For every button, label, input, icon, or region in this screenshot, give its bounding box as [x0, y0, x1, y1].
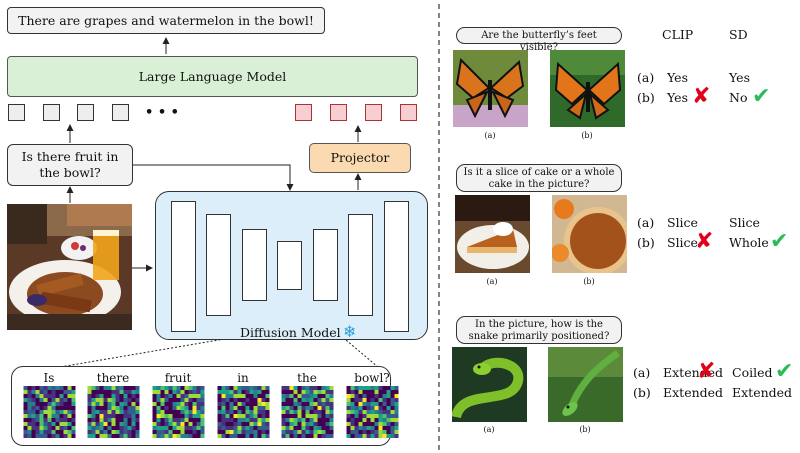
visual-token [330, 104, 347, 121]
clip-answer: Yes [667, 70, 688, 85]
llm-label: Large Language Model [138, 68, 287, 84]
word-label: there [96, 371, 130, 385]
visual-token [365, 104, 382, 121]
check-icon: ✔ [752, 84, 771, 109]
row-key: (a) [633, 365, 651, 380]
sd-header: SD [729, 27, 748, 42]
clip-header: CLIP [662, 27, 694, 42]
example-question: Are the butterfly’s feet visible? [456, 27, 622, 53]
text-token [112, 104, 129, 121]
visual-token [295, 104, 312, 121]
snake-photo-a [452, 347, 527, 422]
snake-photo-b [548, 347, 623, 422]
butterfly-photo-a [453, 50, 528, 127]
projector-label: Projector [330, 150, 390, 166]
cake-photo-a [455, 195, 530, 273]
wrong-icon: ✘ [697, 359, 716, 384]
clip-answer: Extended [663, 385, 724, 400]
attention-heatmap [87, 386, 140, 438]
token-ellipsis: • • • [145, 105, 179, 120]
attention-heatmap [346, 386, 399, 438]
attention-heatmap [217, 386, 270, 438]
check-icon: ✔ [775, 359, 794, 384]
projector-box: Projector [309, 143, 411, 173]
llm-box: Large Language Model [7, 56, 418, 97]
unet-block [206, 214, 231, 316]
attention-heatmap [281, 386, 334, 438]
butterfly-photo-b [550, 50, 625, 127]
text-token [77, 104, 94, 121]
question-text: Is there fruit in the bowl? [21, 149, 119, 180]
sd-answer: No [729, 90, 748, 105]
output-text-box: There are grapes and watermelon in the b… [7, 7, 325, 34]
word-label: bowl? [354, 371, 390, 385]
clip-answer: Extended [663, 365, 724, 380]
wrong-icon: ✘ [692, 84, 711, 109]
example-question: In the picture, how is the snake primari… [456, 316, 622, 344]
unet-block [277, 241, 302, 290]
unet-block [348, 214, 373, 316]
unet-block [171, 201, 196, 332]
row-key: (b) [637, 90, 655, 105]
attention-heatmap [152, 386, 205, 438]
word-label: fruit [164, 371, 192, 385]
text-token [43, 104, 60, 121]
text-token [8, 104, 25, 121]
clip-answer: Slice [667, 215, 698, 230]
clip-answer: Slice [667, 235, 698, 250]
image-caption: (b) [579, 425, 591, 434]
clip-answer: Yes [667, 90, 688, 105]
image-caption: (a) [486, 277, 498, 286]
sd-answer: Coiled [732, 365, 773, 380]
unet-block [384, 201, 409, 332]
sd-answer: Extended [732, 385, 793, 400]
word-label: in [237, 371, 249, 385]
image-caption: (b) [581, 131, 593, 140]
image-caption: (a) [483, 425, 495, 434]
word-label: the [297, 371, 317, 385]
snowflake-icon: ❄ [343, 322, 357, 341]
unet-block [242, 229, 267, 301]
row-key: (a) [637, 215, 655, 230]
food-photo [7, 204, 132, 330]
example-question: Is it a slice of cake or a whole cake in… [456, 164, 622, 192]
output-text: There are grapes and watermelon in the b… [18, 12, 314, 28]
row-key: (b) [637, 235, 655, 250]
word-label: Is [43, 371, 55, 385]
row-key: (b) [633, 385, 651, 400]
diffusion-label: Diffusion Model [240, 325, 341, 340]
row-key: (a) [637, 70, 655, 85]
unet-block [313, 229, 338, 301]
attention-heatmap [23, 386, 76, 438]
wrong-icon: ✘ [695, 229, 714, 254]
sd-answer: Whole [729, 235, 769, 250]
sd-answer: Yes [729, 70, 750, 85]
connector-arrows [59, 4, 440, 450]
image-caption: (a) [484, 131, 496, 140]
sd-answer: Slice [729, 215, 760, 230]
cake-photo-b [552, 195, 627, 273]
visual-token [400, 104, 417, 121]
image-caption: (b) [583, 277, 595, 286]
check-icon: ✔ [770, 229, 789, 254]
question-box: Is there fruit in the bowl? [7, 144, 133, 186]
